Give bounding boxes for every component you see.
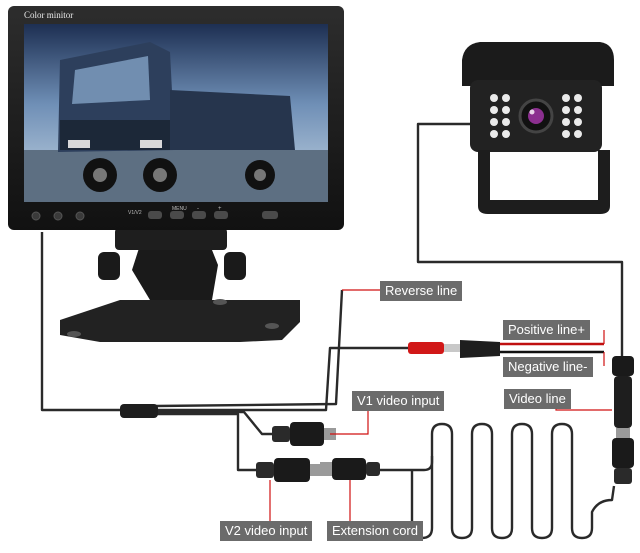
camera-plug-stack <box>612 356 634 484</box>
backup-camera <box>462 42 614 214</box>
label-negative-line: Negative line- <box>503 357 593 377</box>
v2-connector <box>256 458 320 482</box>
monitor-stand-knob-left <box>98 252 120 280</box>
label-extension-cord: Extension cord <box>327 521 423 541</box>
label-video-line: Video line <box>504 389 571 409</box>
camera-cable <box>416 122 624 360</box>
button-label-plus: + <box>218 206 222 212</box>
v1v2-button[interactable] <box>148 211 162 219</box>
camera-bracket <box>478 150 610 214</box>
power-led <box>31 211 41 221</box>
cable-splitter <box>120 404 158 418</box>
extension-cord <box>376 422 616 540</box>
menu-button[interactable] <box>170 211 184 219</box>
power-button[interactable] <box>262 211 278 219</box>
monitor: V1/V2 MENU - + <box>8 6 344 342</box>
label-v1-video-input: V1 video input <box>352 391 445 411</box>
v1-connector <box>272 422 336 446</box>
label-v2-video-input: V2 video input <box>220 521 313 541</box>
label-reverse-line: Reverse line <box>380 281 463 301</box>
monitor-cable <box>40 232 122 412</box>
button-label-menu: MENU <box>172 206 187 212</box>
ir-leds <box>490 94 582 138</box>
monitor-brand: Color minitor <box>24 10 74 20</box>
button-label-v1v2: V1/V2 <box>128 210 142 216</box>
plus-button[interactable] <box>214 211 228 219</box>
label-positive-line: Positive line+ <box>503 320 590 340</box>
monitor-stand-knob-right <box>224 252 246 280</box>
power-connector <box>408 340 500 358</box>
camera-hood <box>462 42 614 86</box>
extension-connector <box>320 458 380 480</box>
monitor-stand-base <box>60 300 300 342</box>
truck-image <box>24 42 328 202</box>
cables <box>40 122 624 540</box>
button-label-minus: - <box>197 206 199 212</box>
monitor-stand-neck <box>132 245 218 300</box>
minus-button[interactable] <box>192 211 206 219</box>
splitter-main <box>156 346 420 412</box>
